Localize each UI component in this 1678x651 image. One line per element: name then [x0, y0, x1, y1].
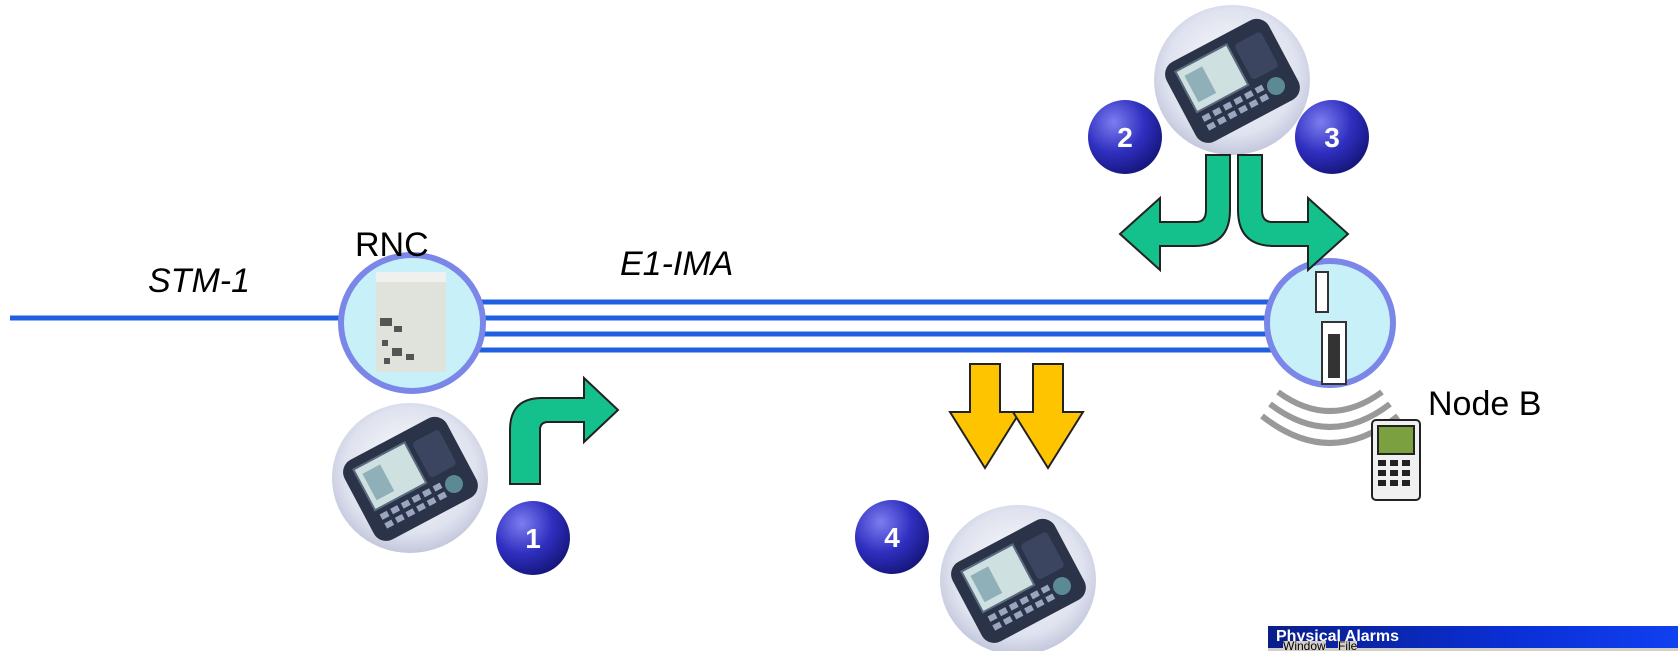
svg-text:1: 1: [525, 523, 541, 554]
yellow-arrow-left: [948, 363, 1022, 470]
physical-alarms-titlebar[interactable]: Physical Alarms: [1268, 626, 1678, 648]
step-badge-3: 3: [1295, 100, 1369, 174]
rnc-node: [338, 252, 486, 394]
green-arrow-3: [1237, 154, 1350, 273]
rnc-label: RNC: [355, 226, 429, 264]
menu-item-file[interactable]: File: [1338, 641, 1358, 651]
tester-device-4: [939, 504, 1097, 651]
node-b-site: [1260, 258, 1400, 446]
step-badge-2: 2: [1088, 100, 1162, 174]
e1-ima-label: E1-IMA: [620, 245, 734, 283]
step-badge-4: 4: [855, 500, 929, 574]
e1-ima-links: [470, 299, 1280, 353]
window-menu-bar: [1268, 648, 1678, 651]
tester-device-top: [1153, 4, 1311, 156]
tester-device-1: [331, 402, 489, 554]
svg-text:4: 4: [884, 522, 900, 553]
node-b-label: Node B: [1428, 385, 1542, 423]
svg-text:2: 2: [1117, 122, 1133, 153]
yellow-arrow-right: [1011, 363, 1085, 470]
step-badge-1: 1: [496, 501, 570, 575]
mobile-handset-icon: [1371, 419, 1421, 501]
green-arrow-1: [509, 375, 620, 485]
green-arrow-2: [1118, 154, 1231, 273]
svg-text:3: 3: [1324, 122, 1340, 153]
stm1-label: STM-1: [148, 262, 250, 300]
menu-item-window[interactable]: Window: [1283, 641, 1326, 651]
